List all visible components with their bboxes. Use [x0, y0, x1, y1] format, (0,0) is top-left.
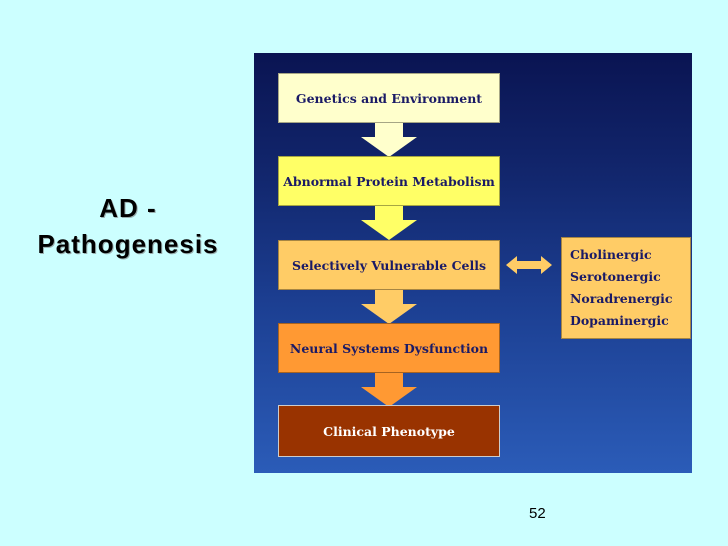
step-genetics-environment: Genetics and Environment — [278, 73, 500, 123]
step-neural-systems-dysfunction: Neural Systems Dysfunction — [278, 323, 500, 373]
page-number: 52 — [529, 505, 546, 522]
step-clinical-phenotype: Clinical Phenotype — [278, 405, 500, 457]
cell-type-noradrenergic: Noradrenergic — [570, 291, 673, 306]
flowchart-panel: Genetics and Environment Abnormal Protei… — [254, 53, 692, 473]
step-selectively-vulnerable-cells: Selectively Vulnerable Cells — [278, 240, 500, 290]
down-arrow-icon — [361, 206, 417, 240]
cell-type-dopaminergic: Dopaminergic — [570, 313, 669, 328]
title-line-1: AD - — [99, 193, 157, 223]
title-line-2: Pathogenesis — [37, 229, 219, 259]
step-abnormal-protein-metabolism: Abnormal Protein Metabolism — [278, 156, 500, 206]
cell-types-box: Cholinergic Serotonergic Noradrenergic D… — [561, 237, 691, 339]
cell-type-serotonergic: Serotonergic — [570, 269, 661, 284]
cell-type-cholinergic: Cholinergic — [570, 247, 652, 262]
down-arrow-icon — [361, 373, 417, 407]
slide-title: AD - Pathogenesis — [18, 190, 238, 262]
double-arrow-icon — [506, 256, 552, 274]
down-arrow-icon — [361, 290, 417, 324]
down-arrow-icon — [361, 123, 417, 157]
